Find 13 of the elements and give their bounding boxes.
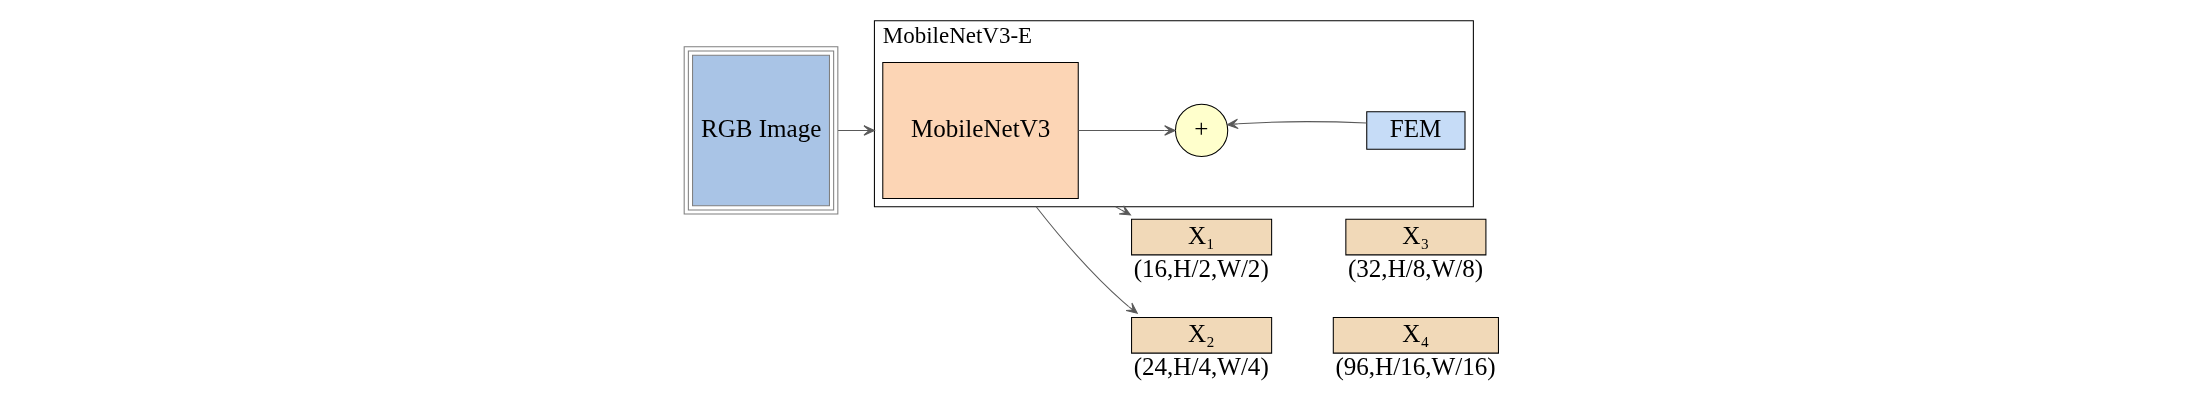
arrow — [1035, 206, 1138, 314]
node-box: MobileNetV3 — [882, 62, 1079, 199]
node-box: FEM — [1366, 111, 1466, 150]
node-circle: + — [1174, 103, 1229, 158]
arrow — [1226, 118, 1368, 130]
arrow — [1078, 125, 1176, 136]
node-label: (32,H/8,W/8) — [1347, 255, 1484, 283]
arrow — [1115, 205, 1132, 216]
node-label: (24,H/4,W/4) — [1133, 353, 1269, 381]
node-label: (96,H/16,W/16) — [1335, 353, 1496, 381]
node-label: (16,H/2,W/2) — [1133, 255, 1269, 283]
node-box: RGB Image — [683, 46, 839, 215]
arrow — [837, 125, 875, 136]
